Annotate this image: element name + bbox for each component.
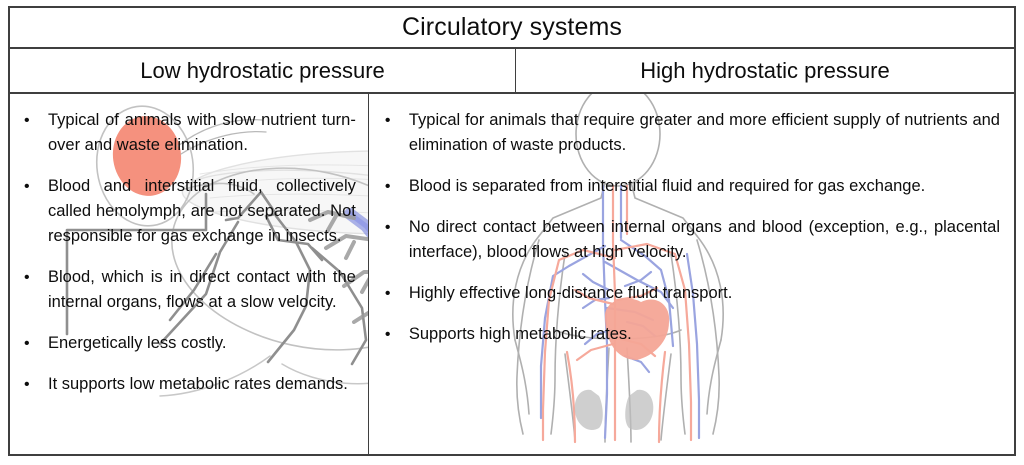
list-item: • No direct contact between internal org… — [379, 215, 1000, 265]
bullet-icon: • — [384, 112, 391, 129]
list-item: • Highly effective long-distance fluid t… — [379, 281, 1000, 306]
column-header-low-pressure: Low hydrostatic pressure — [10, 49, 516, 92]
list-item-text: Energetically less costly. — [48, 334, 227, 352]
list-item-text: Blood is separated from interstitial flu… — [408, 177, 926, 195]
table-title-row: Circulatory systems — [10, 8, 1014, 49]
table-body-row: • Typical of animals with slow nutrient … — [10, 94, 1014, 454]
list-item-text: Typical of animals with slow nutrient tu… — [48, 111, 356, 154]
bullet-icon: • — [24, 178, 30, 195]
list-item: • Typical for animals that require great… — [379, 108, 1000, 158]
bullet-icon: • — [24, 269, 30, 286]
list-item: • Blood and interstitial fluid, collecti… — [18, 174, 356, 249]
bullet-icon: • — [384, 285, 391, 302]
column-header-high-pressure-label: High hydrostatic pressure — [640, 57, 890, 83]
bullet-icon: • — [24, 112, 30, 129]
list-item-text: Supports high metabolic rates. — [408, 325, 632, 343]
bullet-icon: • — [384, 219, 391, 236]
list-item-text: Highly effective long-distance fluid tra… — [408, 284, 733, 302]
column-header-high-pressure: High hydrostatic pressure — [516, 49, 1014, 92]
bullet-icon: • — [384, 178, 391, 195]
high-pressure-bullet-list: • Typical for animals that require great… — [369, 94, 1014, 347]
bullet-icon: • — [24, 376, 30, 393]
cell-high-hydrostatic-pressure: • Typical for animals that require great… — [369, 94, 1014, 454]
low-pressure-bullet-list: • Typical of animals with slow nutrient … — [10, 94, 368, 397]
cell-low-hydrostatic-pressure: • Typical of animals with slow nutrient … — [10, 94, 369, 454]
bullet-icon: • — [24, 335, 30, 352]
list-item: • Supports high metabolic rates. — [379, 322, 1000, 347]
list-item: • It supports low metabolic rates demand… — [18, 372, 356, 397]
table-header-row: Low hydrostatic pressure High hydrostati… — [10, 49, 1014, 94]
list-item-text: It supports low metabolic rates demands. — [48, 375, 348, 393]
list-item: • Blood, which is in direct contact with… — [18, 265, 356, 315]
comparison-table: Circulatory systems Low hydrostatic pres… — [8, 6, 1016, 456]
list-item-text: Blood, which is in direct contact with t… — [48, 268, 356, 311]
list-item-text: No direct contact between internal organ… — [408, 218, 1000, 261]
list-item: • Blood is separated from interstitial f… — [379, 174, 1000, 199]
list-item-text: Blood and interstitial fluid, collective… — [48, 177, 356, 245]
page-title: Circulatory systems — [402, 13, 622, 41]
list-item: • Energetically less costly. — [18, 331, 356, 356]
list-item-text: Typical for animals that require greater… — [408, 111, 1000, 154]
bullet-icon: • — [384, 326, 391, 343]
list-item: • Typical of animals with slow nutrient … — [18, 108, 356, 158]
column-header-low-pressure-label: Low hydrostatic pressure — [140, 57, 385, 83]
